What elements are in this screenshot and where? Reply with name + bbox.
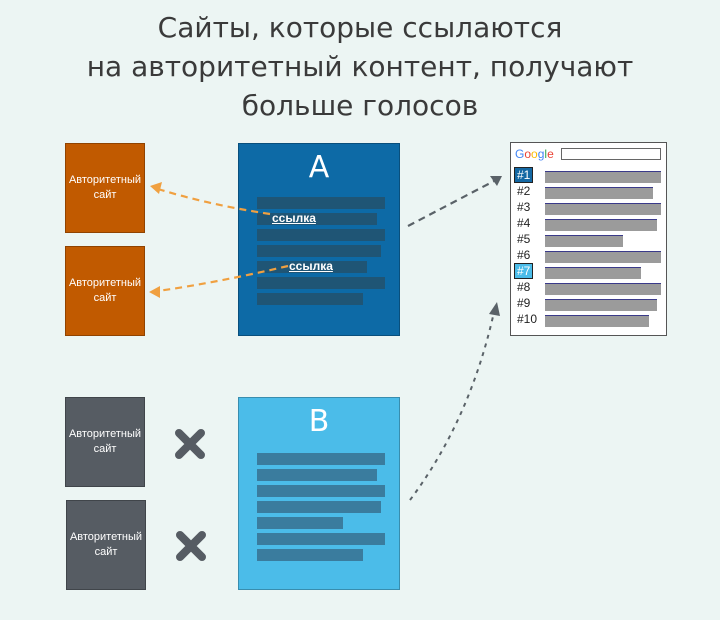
- title-line-1: Сайты, которые ссылаются: [157, 11, 563, 44]
- arrowhead: [150, 182, 162, 194]
- rank-label: #4: [517, 216, 531, 230]
- authority-site-3: Авторитетный сайт: [65, 397, 145, 487]
- rank-label: #8: [517, 280, 531, 294]
- rank-label: #7: [513, 263, 534, 279]
- text-line: [257, 261, 367, 273]
- authority-site-1: Авторитетный сайт: [65, 143, 145, 233]
- orange-arrow-2: [157, 264, 289, 293]
- text-line: [257, 453, 385, 465]
- document-a: A ссылка ссылка: [238, 143, 400, 336]
- gray-arrow-b: [409, 311, 495, 501]
- rank-label: #5: [517, 232, 531, 246]
- link-text-2: ссылка: [289, 259, 333, 273]
- orange-arrow-1: [157, 187, 271, 216]
- authority-site-label: Авторитетный сайт: [68, 174, 142, 201]
- document-b-letter: B: [308, 404, 330, 439]
- result-bar: [545, 219, 657, 231]
- link-text-1: ссылка: [272, 211, 316, 225]
- text-line: [257, 213, 377, 225]
- result-bar: [545, 171, 661, 183]
- result-bar: [545, 235, 623, 247]
- page-title: Сайты, которые ссылаются на авторитетный…: [0, 8, 720, 125]
- text-line: [257, 277, 385, 289]
- text-line: [257, 197, 385, 209]
- title-line-3: больше голосов: [241, 89, 479, 122]
- result-bar: [545, 315, 649, 327]
- google-logo: Google: [515, 147, 554, 161]
- result-bar: [545, 267, 641, 279]
- result-bar: [545, 203, 661, 215]
- search-input[interactable]: [561, 148, 661, 160]
- cross-icon: [175, 429, 205, 459]
- text-line: [257, 501, 381, 513]
- text-line: [257, 245, 381, 257]
- text-line: [257, 293, 363, 305]
- text-line: [257, 485, 385, 497]
- arrowhead: [490, 176, 502, 186]
- authority-site-label: Авторитетный сайт: [68, 428, 142, 455]
- title-line-2: на авторитетный контент, получают: [86, 50, 634, 83]
- rank-label: #6: [517, 248, 531, 262]
- result-bar: [545, 251, 661, 263]
- rank-label: #1: [513, 167, 534, 183]
- search-results-panel: Google #1 #2 #3 #4 #5 #6 #7 #8 #9 #10: [510, 142, 667, 336]
- text-line: [257, 533, 385, 545]
- authority-site-label: Авторитетный сайт: [68, 277, 142, 304]
- text-line: [257, 229, 385, 241]
- result-bar: [545, 283, 661, 295]
- authority-site-4: Авторитетный сайт: [66, 500, 146, 590]
- rank-label: #9: [517, 296, 531, 310]
- result-bar: [545, 299, 657, 311]
- cross-icon: [176, 531, 206, 561]
- text-line: [257, 549, 363, 561]
- document-a-letter: A: [308, 150, 330, 185]
- document-b: B: [238, 397, 400, 590]
- arrowhead: [149, 286, 160, 298]
- gray-arrow-a: [407, 179, 497, 227]
- rank-label: #10: [517, 312, 538, 326]
- result-bar: [545, 187, 653, 199]
- text-line: [257, 517, 343, 529]
- text-line: [257, 469, 377, 481]
- arrowhead: [489, 302, 500, 316]
- rank-label: #2: [517, 184, 531, 198]
- rank-label: #3: [517, 200, 531, 214]
- authority-site-label: Авторитетный сайт: [69, 531, 143, 558]
- authority-site-2: Авторитетный сайт: [65, 246, 145, 336]
